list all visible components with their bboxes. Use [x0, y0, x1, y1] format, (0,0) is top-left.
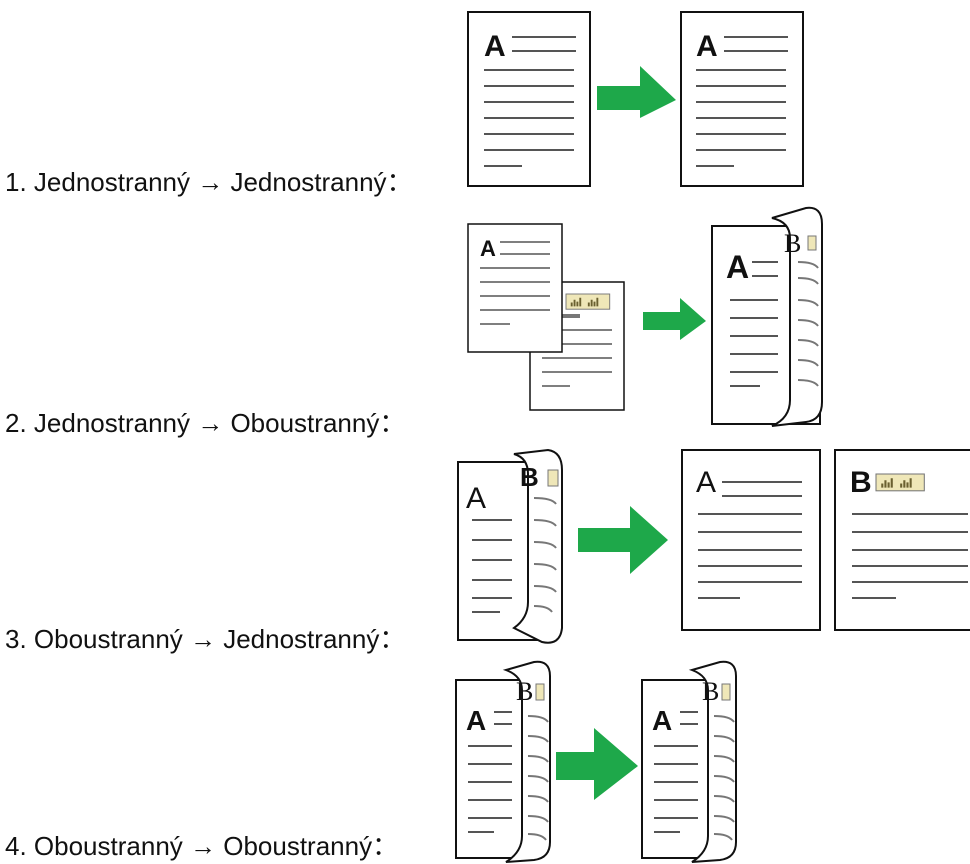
svg-text:B: B: [702, 677, 719, 706]
svg-text:A: A: [726, 249, 749, 285]
svg-text:A: A: [696, 30, 718, 63]
section3-duplex-source: A B: [457, 448, 563, 644]
section3-result-page-b: B: [834, 449, 970, 631]
svg-text:B: B: [520, 462, 539, 492]
section2-source-page-a: A: [467, 223, 563, 353]
section4-duplex-source: A B: [455, 660, 551, 863]
svg-text:A: A: [696, 466, 716, 499]
section2-duplex-result: A B: [711, 206, 823, 427]
arrow-right-icon: [556, 728, 638, 800]
svg-text:A: A: [652, 705, 672, 736]
arrow-right-icon: [643, 298, 706, 340]
svg-text:A: A: [466, 482, 486, 515]
caption-simplex-to-simplex: 1. Jednostranný → Jednostranný：: [5, 167, 413, 197]
arrow-right-icon: [597, 66, 676, 118]
svg-text:B: B: [784, 229, 801, 258]
section3-result-page-a: A: [681, 449, 821, 631]
svg-text:B: B: [850, 466, 872, 499]
caption-duplex-to-duplex: 4. Oboustranný → Oboustranný：: [5, 831, 399, 861]
arrow-right-icon: [578, 506, 668, 574]
caption-simplex-to-duplex: 2. Jednostranný → Oboustranný：: [5, 408, 406, 438]
letter-a: A: [484, 30, 506, 63]
section1-result-page: A: [680, 11, 804, 187]
section1-source-page: A: [467, 11, 591, 187]
svg-text:A: A: [466, 705, 486, 736]
caption-duplex-to-simplex: 3. Oboustranný → Jednostranný：: [5, 624, 406, 654]
section4-duplex-result: A B: [641, 660, 737, 863]
svg-text:B: B: [516, 677, 533, 706]
svg-text:A: A: [480, 236, 496, 261]
